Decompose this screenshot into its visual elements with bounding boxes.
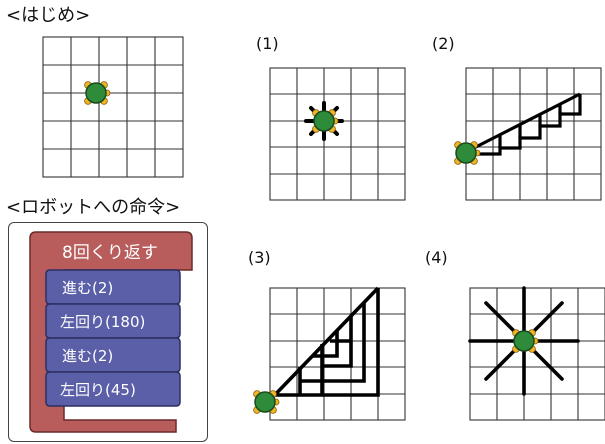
turtle-robot-icon [252, 389, 280, 415]
option-1-grid [269, 67, 406, 201]
option-3-path [266, 286, 380, 404]
commands-label: <ロボットへの命令> [6, 197, 181, 218]
turtle-robot-icon [453, 140, 481, 166]
turn-block-2-label: 左回り(45) [60, 381, 136, 399]
option-4-label: (4) [425, 248, 448, 267]
option-1-label: (1) [256, 34, 279, 53]
turtle-robot-icon [311, 108, 339, 134]
option-2-label: (2) [432, 34, 455, 53]
move-block-1-label: 進む(2) [62, 279, 113, 297]
turn-block-2: 左回り(45) [45, 371, 181, 407]
repeat-block-label: 8回くり返す [62, 243, 158, 263]
move-block-2: 進む(2) [45, 337, 181, 373]
move-block-1: 進む(2) [45, 269, 181, 305]
option-2-path [465, 92, 582, 156]
turn-block-1: 左回り(180) [45, 303, 181, 339]
option-3-label: (3) [248, 248, 271, 267]
start-label: <はじめ> [6, 5, 91, 26]
start-grid [42, 36, 184, 178]
turn-block-1-label: 左回り(180) [60, 313, 145, 331]
option-2-grid [465, 67, 602, 201]
turtle-robot-icon [511, 328, 539, 354]
move-block-2-label: 進む(2) [62, 347, 113, 365]
turtle-robot-icon [83, 80, 111, 106]
